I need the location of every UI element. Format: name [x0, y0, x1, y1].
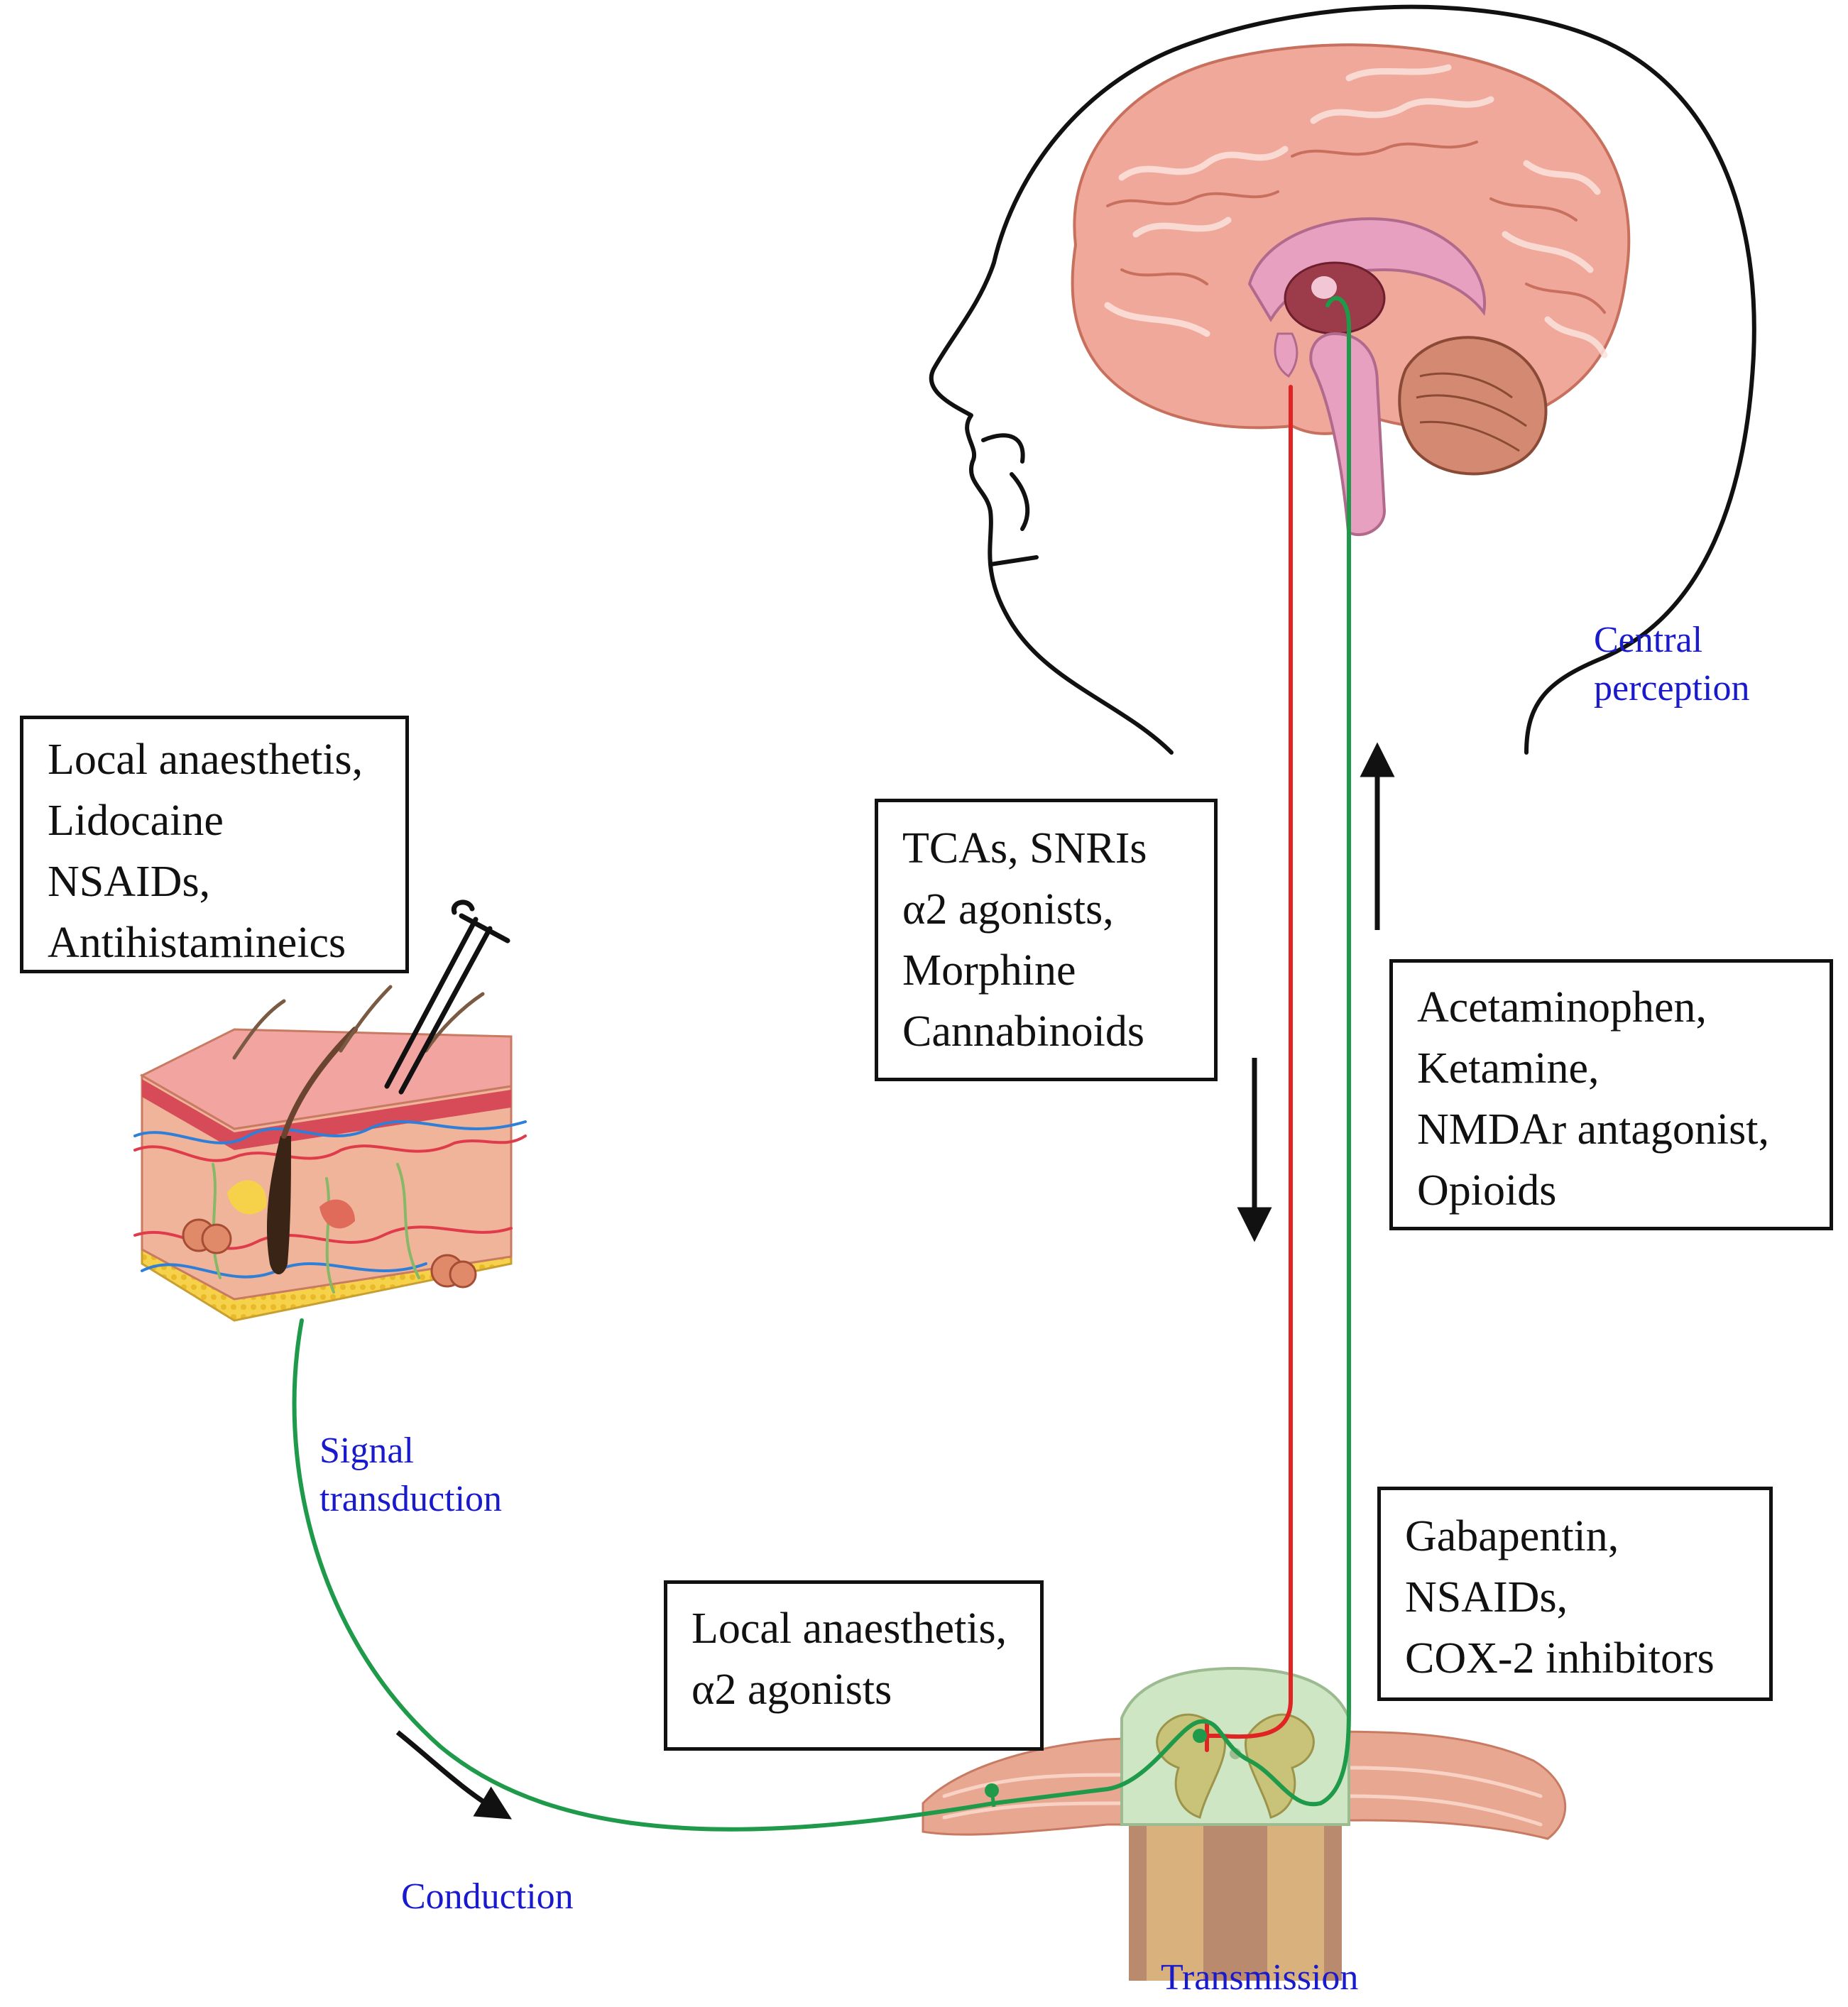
drug-item: COX-2 inhibitors — [1405, 1634, 1715, 1683]
stage-label-conduction: Conduction — [401, 1876, 574, 1917]
head-outline-icon — [929, 4, 1756, 755]
spinal-cord-icon — [922, 1666, 1567, 1981]
stage-label-signal-transduction: Signal transduction — [319, 1431, 503, 1519]
ascending-transmission-drugs-box: Acetaminophen, Ketamine, NMDAr antagonis… — [1389, 959, 1833, 1230]
drug-item: Antihistamineics — [48, 919, 346, 967]
peripheral-drugs-box: Local anaesthetis, Lidocaine NSAIDs, Ant… — [20, 716, 409, 973]
brain-icon — [1071, 43, 1631, 540]
drug-item: Gabapentin, — [1405, 1512, 1619, 1560]
drug-item: Local anaesthetis, — [691, 1604, 1007, 1653]
drug-item: Morphine — [902, 946, 1076, 995]
drug-item: Local anaesthetis, — [48, 735, 363, 784]
drug-item: NSAIDs, — [48, 858, 211, 906]
conduction-drugs-box: Local anaesthetis, α2 agonists — [664, 1580, 1044, 1751]
drug-item: Opioids — [1417, 1166, 1557, 1215]
conduction-arrow — [395, 1730, 513, 1820]
stage-label-transmission: Transmission — [1161, 1957, 1359, 1998]
drug-item: α2 agonists, — [902, 885, 1114, 934]
skin-block-icon — [133, 985, 527, 1322]
drug-item: NSAIDs, — [1405, 1573, 1568, 1622]
drug-item: NMDAr antagonist, — [1417, 1105, 1769, 1154]
pin-icon — [384, 899, 510, 1095]
drug-item: TCAs, SNRIs — [902, 824, 1147, 873]
descending-pathway — [1205, 385, 1293, 1739]
synapse-marker — [1193, 1729, 1207, 1743]
drug-item: Ketamine, — [1417, 1044, 1600, 1093]
stage-label-central-perception: Central perception — [1594, 620, 1750, 709]
spinal-transmission-drugs-box: Gabapentin, NSAIDs, COX-2 inhibitors — [1377, 1487, 1773, 1701]
drug-item: α2 agonists — [691, 1666, 892, 1714]
drug-item: Acetaminophen, — [1417, 983, 1707, 1032]
drug-item: Cannabinoids — [902, 1007, 1144, 1056]
descending-modulation-drugs-box: TCAs, SNRIs α2 agonists, Morphine Cannab… — [875, 799, 1218, 1081]
ascending-pathway — [292, 296, 1351, 1832]
drug-item: Lidocaine — [48, 797, 224, 845]
